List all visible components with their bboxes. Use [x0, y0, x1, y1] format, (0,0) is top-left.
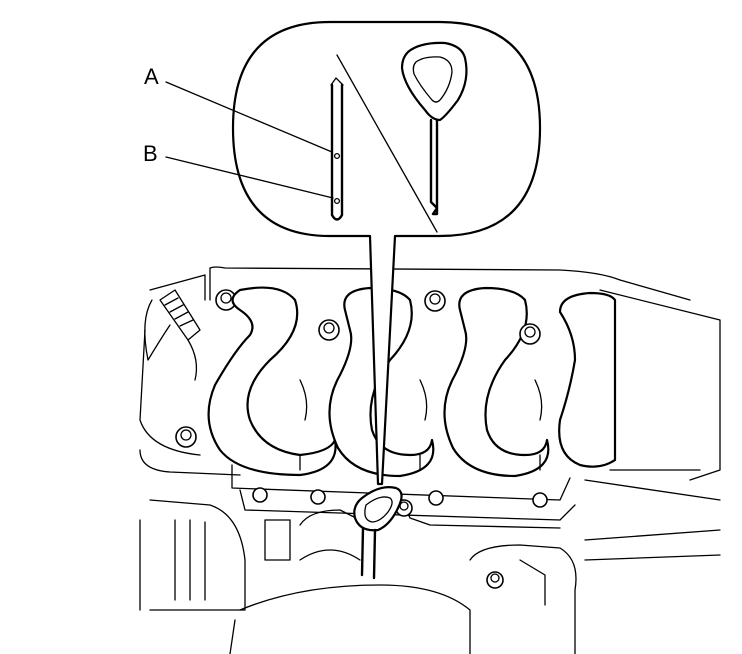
callout-label-b: B: [143, 141, 158, 166]
leader-line-b: [165, 156, 334, 199]
engine-block: [139, 266, 721, 654]
dipstick-handle-detail: [400, 41, 468, 216]
dipstick-blade-detail: [330, 77, 344, 221]
callout-label-a: A: [144, 64, 159, 89]
leader-line-a: [165, 81, 333, 153]
level-mark-lower: [333, 197, 341, 205]
dipstick-installed: [353, 486, 403, 580]
level-mark-upper: [333, 152, 341, 160]
zoom-callout: [165, 20, 542, 486]
